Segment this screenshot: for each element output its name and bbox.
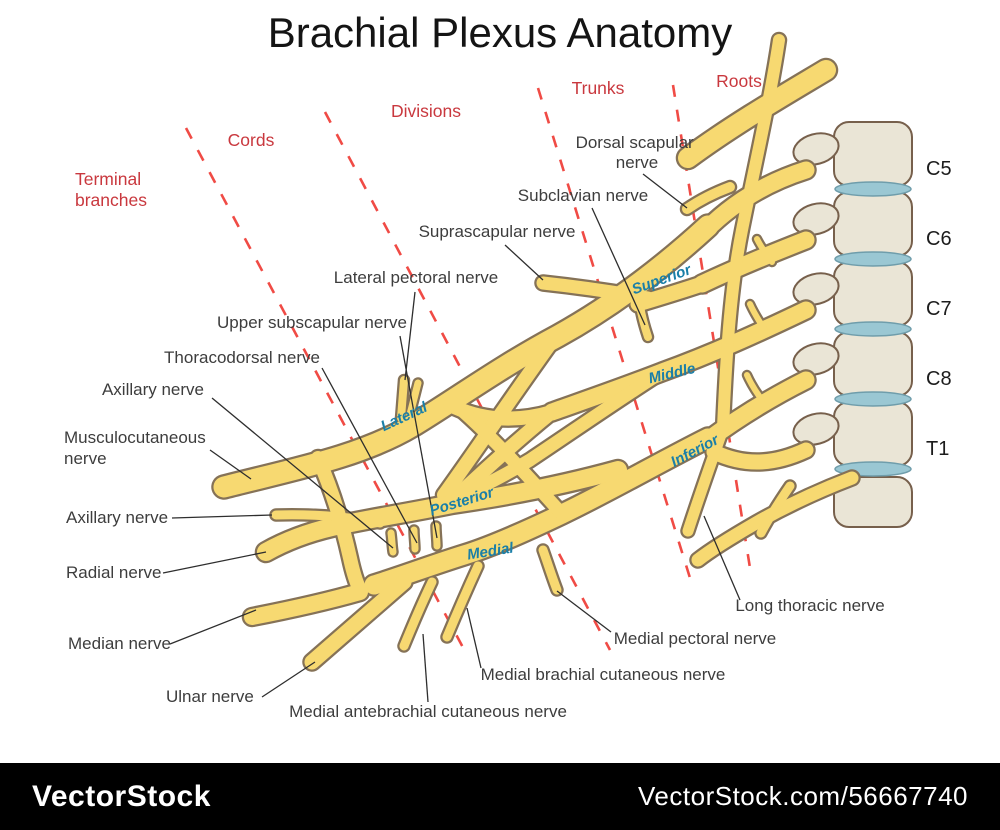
vertebra-label-c7: C7 [926,298,952,320]
label-leader-line [703,515,741,601]
watermark-bar: VectorStock VectorStock.com/56667740 [0,763,1000,830]
vertebra-label-c5: C5 [926,158,952,180]
label-thoracodorsal-nerve: Thoracodorsal nerve [164,348,320,367]
vertebra-labels: C5 C6 C7 C8 T1 [926,158,952,460]
label-suprascapular-nerve: Suprascapular nerve [419,222,576,241]
zone-divider-line [536,87,692,579]
label-leader-line [169,609,257,645]
region-labels: Terminal branches Cords Divisions Trunks… [75,71,762,210]
label-dorsal-scapular-nerve: Dorsal scapular nerve [576,133,699,172]
label-leader-line [642,173,688,209]
label-leader-line [556,590,612,633]
intervertebral-disc [834,181,912,197]
vertebra-c5 [792,121,913,187]
label-leader-line [591,207,646,326]
label-leader-line [422,633,429,703]
vertebra-c8 [792,331,913,397]
label-long-thoracic-nerve: Long thoracic nerve [735,596,884,615]
label-leader-lines [162,173,741,703]
label-leader-line [171,514,273,519]
vertebra-label-c8: C8 [926,368,952,390]
region-label-trunks: Trunks [572,78,625,98]
label-median-nerve: Median nerve [68,634,171,653]
intervertebral-disc [834,321,912,337]
region-label-cords: Cords [228,130,275,150]
vertebra-t1 [792,401,913,467]
label-medial-brachial-cutaneous-nerve: Medial brachial cutaneous nerve [481,665,726,684]
label-leader-line [162,551,267,574]
spine-group [792,121,913,528]
brachial-plexus-diagram: Brachial Plexus Anatomy [64,9,952,721]
label-medial-antebrachial-cutaneous-nerve: Medial antebrachial cutaneous nerve [289,702,567,721]
label-radial-nerve: Radial nerve [66,563,161,582]
region-label-terminal-branches: Terminal branches [75,169,147,210]
vertebra-label-c6: C6 [926,228,952,250]
label-axillary-nerve: Axillary nerve [66,508,168,527]
vectorstock-image-ref: VectorStock.com/56667740 [638,781,968,811]
label-leader-line [404,291,416,381]
label-leader-line [209,449,252,480]
label-musculocutaneous-nerve: Musculocutaneous nerve [64,428,211,468]
page-title: Brachial Plexus Anatomy [268,9,733,56]
label-medial-pectoral-nerve: Medial pectoral nerve [614,629,777,648]
vertebra-label-t1: T1 [926,438,949,460]
label-leader-line [211,397,394,549]
intervertebral-disc [834,251,912,267]
nerve-labels: Dorsal scapular nerve Subclavian nerve S… [64,133,885,721]
vertebra-partial [833,476,913,528]
label-axillary-nerve-upper: Axillary nerve [102,380,204,399]
label-leader-line [261,661,316,698]
label-leader-line [504,244,544,281]
label-leader-line [466,607,482,669]
vertebra-c7 [792,261,913,327]
label-subclavian-nerve: Subclavian nerve [518,186,648,205]
label-leader-line [321,367,418,544]
region-label-divisions: Divisions [391,101,461,121]
label-lateral-pectoral-nerve: Lateral pectoral nerve [334,268,498,287]
vertebra-c6 [792,191,913,257]
intervertebral-disc [834,391,912,407]
label-leader-line [399,335,438,539]
label-ulnar-nerve: Ulnar nerve [166,687,254,706]
label-upper-subscapular-nerve: Upper subscapular nerve [217,313,407,332]
region-label-roots: Roots [716,71,762,91]
vectorstock-logo: VectorStock [32,779,211,813]
